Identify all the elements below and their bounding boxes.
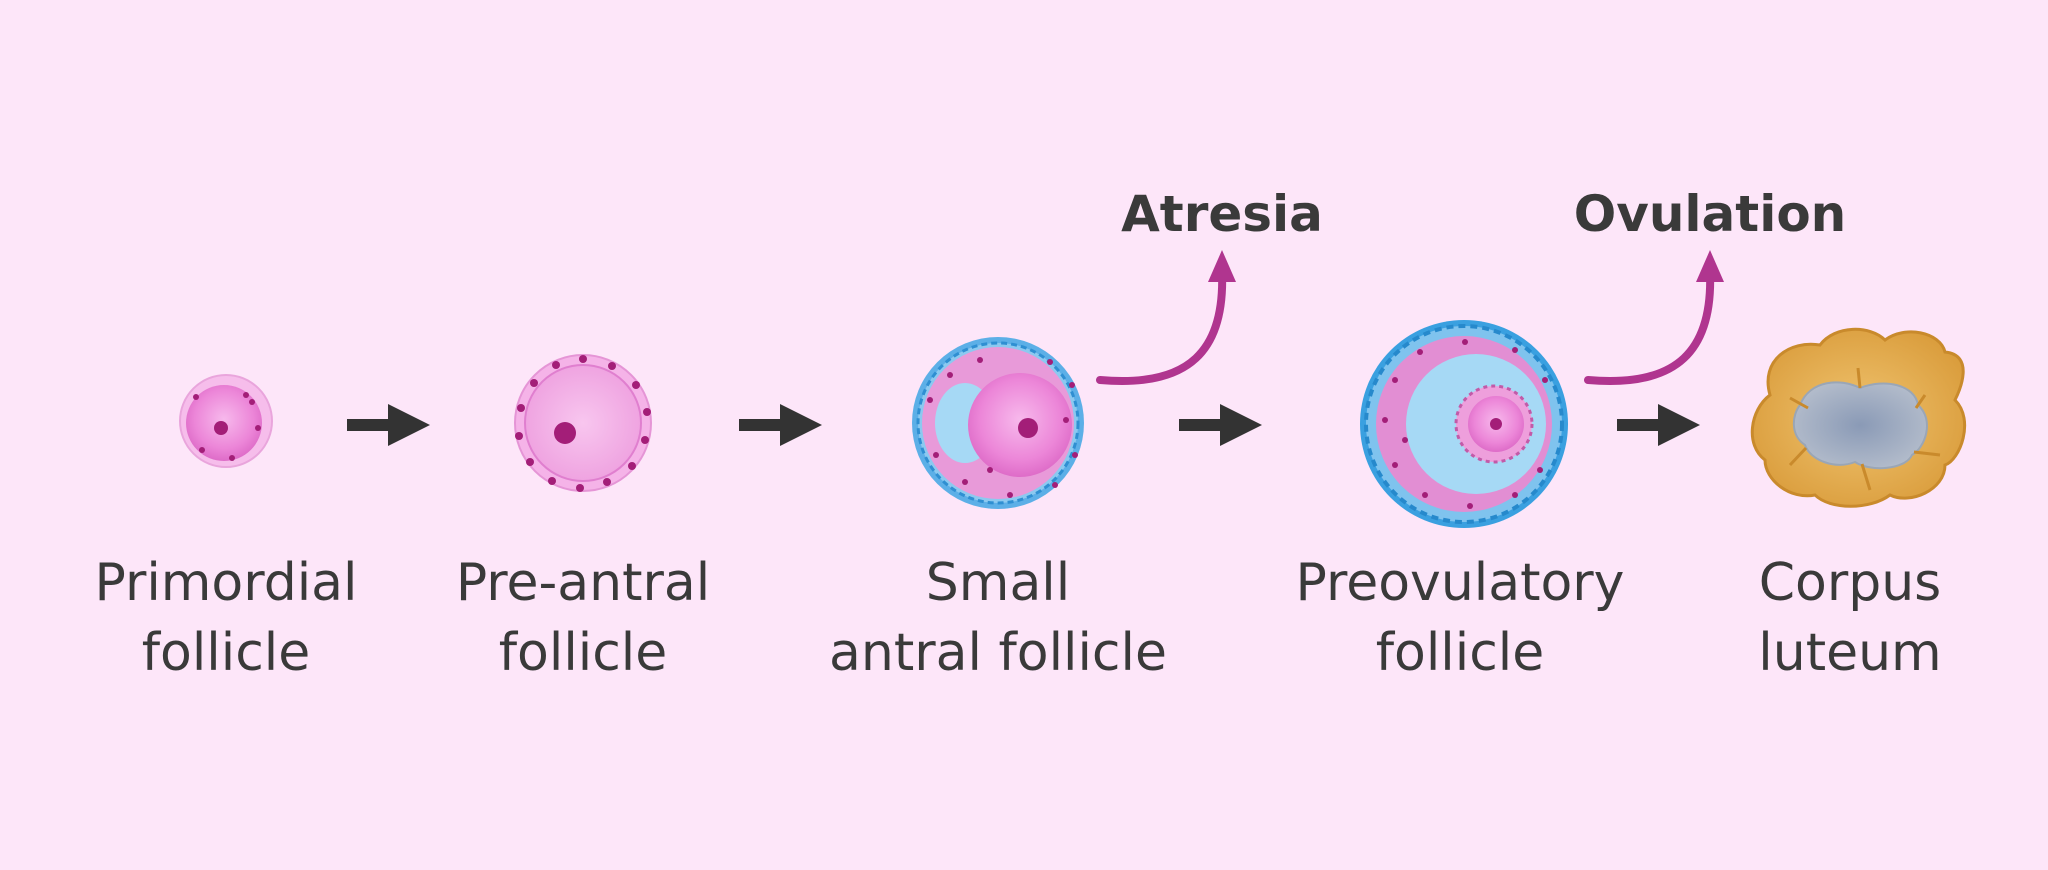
stage-label-line2: follicle	[498, 623, 668, 683]
atresia-label: Atresia	[1121, 185, 1323, 243]
small-antral-follicle	[912, 337, 1084, 509]
stage-label-line1: Pre-antral	[455, 553, 711, 613]
stage-label-primordial: Primordial follicle	[95, 548, 358, 688]
atresia-arrow-head	[1208, 250, 1236, 282]
primordial-follicle	[179, 374, 273, 468]
preantral-follicle	[514, 354, 652, 492]
stage-label-line2: antral follicle	[829, 623, 1167, 683]
corpus-luteum	[1750, 327, 1966, 508]
stage-label-line2: follicle	[141, 623, 311, 683]
stage-label-small-antral: Small antral follicle	[829, 548, 1167, 688]
stage-label-preovulatory: Preovulatory follicle	[1296, 548, 1625, 688]
stage-label-line1: Preovulatory	[1295, 553, 1625, 613]
arrow-3	[1179, 404, 1262, 446]
stage-label-line2: luteum	[1758, 623, 1942, 683]
ovulation-branch-arrow	[1584, 268, 1715, 385]
preovulatory-follicle	[1360, 320, 1568, 528]
stage-label-line1: Corpus	[1758, 553, 1942, 613]
arrow-1	[347, 404, 430, 446]
arrow-4	[1617, 404, 1700, 446]
ovulation-arrow-head	[1696, 250, 1724, 282]
stage-label-corpus-luteum: Corpus luteum	[1758, 548, 1941, 688]
stage-label-line1: Primordial	[94, 553, 358, 613]
stage-label-line2: follicle	[1375, 623, 1545, 683]
stage-label-line1: Small	[925, 553, 1071, 613]
atresia-branch-arrow	[1096, 268, 1227, 385]
arrow-2	[739, 404, 822, 446]
stage-label-preantral: Pre-antral follicle	[456, 548, 710, 688]
ovulation-label: Ovulation	[1573, 185, 1847, 243]
